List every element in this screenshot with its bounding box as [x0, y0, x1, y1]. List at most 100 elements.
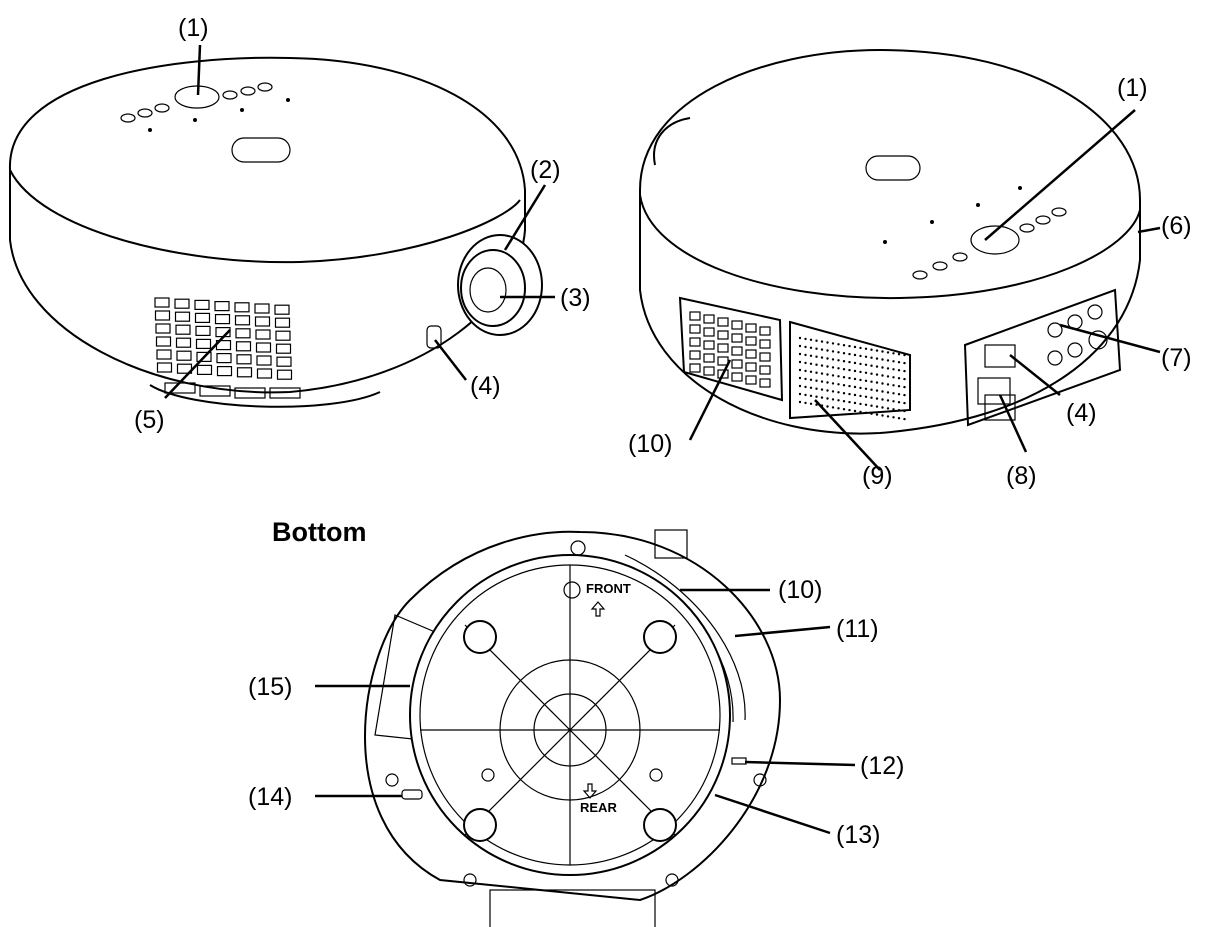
speaker-hole [892, 408, 895, 411]
bottom-section-label: Bottom [272, 517, 366, 547]
speaker-hole [881, 366, 884, 369]
speaker-hole [837, 383, 840, 386]
speaker-hole [903, 401, 906, 405]
speaker-hole [804, 345, 807, 349]
speaker-hole [881, 358, 884, 361]
speaker-hole [837, 343, 840, 346]
speaker-hole [864, 395, 868, 398]
speaker-hole [892, 352, 895, 355]
vent-slot [195, 325, 211, 336]
vent-slot [275, 343, 292, 354]
speaker-hole [837, 407, 840, 410]
vent-slot [759, 365, 771, 375]
leader-lines [164, 44, 1161, 835]
speaker-hole [897, 385, 901, 388]
speaker-hole [842, 384, 846, 387]
speaker-hole [886, 351, 890, 354]
speaker-hole [831, 366, 835, 369]
speaker-hole [859, 362, 862, 366]
vent-slot [759, 326, 771, 336]
speaker-hole [815, 387, 818, 390]
speaker-hole [875, 413, 879, 416]
speaker-hole [870, 380, 873, 383]
front-sensor-window [426, 325, 442, 349]
speaker-hole [859, 354, 862, 358]
vent-slot [175, 324, 191, 335]
speaker-hole [886, 367, 890, 370]
front-arrow-icon [590, 601, 606, 617]
speaker-hole [809, 338, 813, 341]
speaker-hole [804, 353, 807, 357]
callout-rear-6: (6) [1161, 212, 1192, 240]
speaker-hole [859, 394, 862, 398]
callout-bottom-14: (14) [248, 783, 292, 811]
speaker-hole [864, 411, 868, 414]
vent-slot [745, 349, 757, 359]
front-view-illustration [8, 56, 543, 408]
vent-slot [276, 356, 292, 367]
speaker-hole [892, 368, 895, 371]
speaker-hole [881, 374, 884, 377]
callout-bottom-13: (13) [836, 821, 880, 849]
speaker-hole [875, 373, 879, 376]
callout-front-4: (4) [470, 372, 501, 400]
vent-slot [703, 327, 715, 337]
speaker-hole [875, 357, 879, 360]
speaker-hole [897, 401, 901, 404]
speaker-hole [831, 374, 835, 377]
speaker-hole [864, 347, 868, 350]
bottom-security-slot-shape [401, 789, 423, 800]
vent-slot [214, 301, 230, 312]
vent-slot [703, 366, 715, 376]
speaker-hole [897, 353, 901, 356]
vent-slot [731, 372, 743, 382]
speaker-hole [875, 365, 879, 368]
speaker-hole [798, 384, 802, 388]
speaker-hole [853, 401, 857, 405]
speaker-hole [837, 399, 840, 402]
speaker-hole [848, 408, 851, 412]
speaker-hole [892, 400, 895, 403]
bottom-feet [463, 620, 677, 842]
speaker-hole [853, 385, 857, 389]
speaker-hole [842, 392, 846, 395]
front-body-shape [8, 56, 526, 394]
speaker-hole [892, 376, 895, 379]
speaker-hole [820, 372, 824, 375]
speaker-hole [798, 392, 802, 396]
speaker-hole [820, 364, 824, 367]
callout-bottom-15: (15) [248, 673, 292, 701]
vent-slot [255, 329, 271, 340]
speaker-hole [848, 360, 851, 364]
vent-slot [174, 311, 191, 322]
front-marking: FRONT [586, 581, 631, 596]
vent-slot [717, 330, 729, 340]
speaker-hole [831, 382, 835, 385]
vent-slot [703, 340, 715, 350]
speaker-hole [859, 346, 862, 350]
speaker-hole [826, 349, 829, 352]
vent-slot [174, 298, 190, 309]
vent-slot [745, 336, 757, 346]
speaker-hole [864, 403, 868, 406]
front-top-logo [231, 137, 291, 163]
speaker-hole [903, 385, 906, 389]
vent-slot [275, 330, 291, 341]
speaker-hole [853, 361, 857, 365]
speaker-hole [804, 393, 807, 397]
vent-slot [717, 369, 729, 379]
speaker-hole [798, 360, 802, 364]
speaker-hole [820, 380, 824, 383]
speaker-hole [815, 403, 818, 406]
vent-slot [154, 297, 170, 308]
speaker-hole [826, 397, 829, 400]
callout-front-5: (5) [134, 406, 165, 434]
vent-slot [759, 352, 771, 362]
rear-top-logo [865, 155, 921, 181]
vent-slot [703, 353, 715, 363]
vent-slot [216, 353, 232, 364]
rear-button-panel [883, 186, 1067, 280]
speaker-hole [881, 398, 884, 401]
bottom-view-illustration: FRONT REAR [364, 529, 782, 927]
vent-slot [731, 333, 743, 343]
